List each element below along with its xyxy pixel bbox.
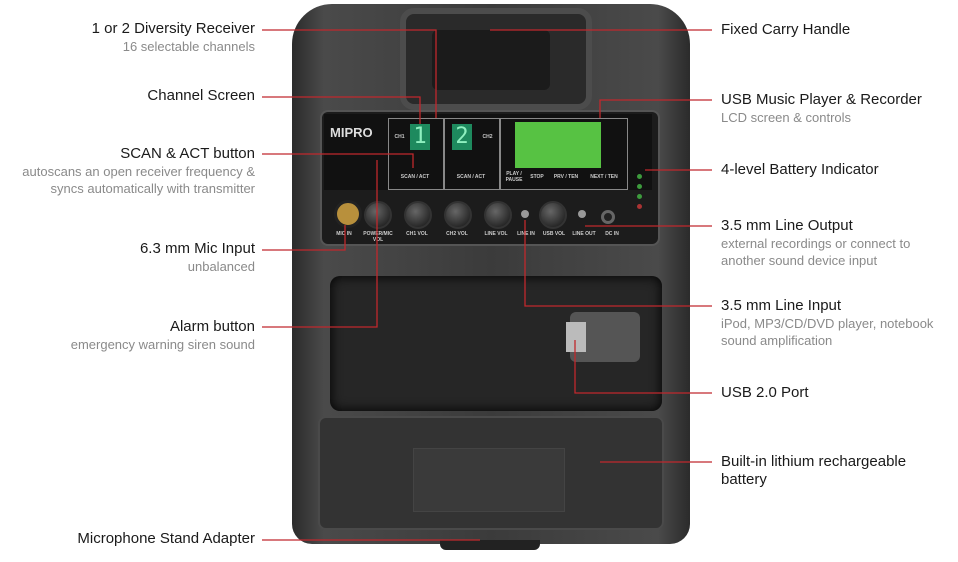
callout-line-input: 3.5 mm Line Input iPod, MP3/CD/DVD player… (721, 297, 933, 349)
ch1-vol-knob (404, 201, 432, 229)
callout-title: 3.5 mm Line Input (721, 297, 842, 314)
line-in-label: LINE IN (517, 231, 535, 237)
ch2-module (444, 118, 500, 190)
callout-sub: emergency warning siren sound (70, 337, 255, 352)
callout-title: USB Music Player & Recorder (721, 91, 922, 108)
callout-line-output: 3.5 mm Line Output external recordings or… (721, 217, 910, 269)
handle-grip (432, 30, 550, 90)
battery-door (413, 448, 565, 512)
callout-scan-act: SCAN & ACT button autoscans an open recei… (22, 145, 255, 197)
callout-sub: iPod, MP3/CD/DVD player, notebook (721, 316, 934, 331)
prev-label: PRV / TEN (553, 174, 579, 180)
mic-stand-adapter (440, 540, 540, 550)
brand-logo: MIPRO (330, 125, 373, 140)
callout-channel-screen: Channel Screen (147, 87, 255, 104)
power-mic-vol-label: POWER/MIC VOL (363, 231, 393, 243)
leader-alarm (262, 160, 378, 328)
leader-mic-input (262, 225, 346, 251)
mic-in-label: MIC IN (336, 231, 352, 237)
leader-channel-screen (262, 96, 421, 124)
ch2-label: CH2 (482, 134, 493, 140)
ch1-label: CH1 (394, 134, 405, 140)
dc-in-jack (601, 210, 615, 224)
callout-sub: external recordings or connect to (721, 236, 911, 251)
callout-sub: 16 selectable channels (122, 39, 255, 54)
callout-sub: LCD screen & controls (721, 110, 852, 125)
callout-sub: autoscans an open receiver frequency & (22, 164, 255, 179)
line-out-jack (578, 210, 586, 218)
usb-vol-label: USB VOL (542, 231, 566, 237)
leader-usb-player (599, 99, 712, 118)
callout-title: 1 or 2 Diversity Receiver (91, 20, 255, 37)
usb-player-module (500, 118, 628, 190)
ch1-vol-label: CH1 VOL (406, 231, 428, 237)
play-pause-label: PLAY / PAUSE (505, 171, 523, 183)
callout-sub: unbalanced (187, 259, 255, 274)
callout-title: Built-in lithium rechargeable (721, 453, 907, 470)
battery-led-3 (637, 184, 642, 189)
ch2-vol-knob (444, 201, 472, 229)
lcd-screen (515, 122, 601, 168)
line-vol-knob (484, 201, 512, 229)
callout-title: SCAN & ACT button (120, 145, 255, 162)
callout-battery-indicator: 4-level Battery Indicator (721, 161, 879, 178)
line-in-jack (521, 210, 529, 218)
callout-title: Alarm button (169, 318, 255, 335)
usb-port (566, 322, 586, 352)
callout-title: 3.5 mm Line Output (721, 217, 853, 234)
callout-carry-handle: Fixed Carry Handle (721, 21, 851, 38)
callout-stand-adapter: Microphone Stand Adapter (77, 530, 255, 547)
leader-diversity (262, 29, 437, 118)
callout-usb-port: USB 2.0 Port (721, 384, 809, 401)
mic-in-jack (334, 200, 362, 228)
battery-led-4 (637, 174, 642, 179)
line-out-label: LINE OUT (572, 231, 596, 237)
callout-sub: another sound device input (721, 253, 878, 268)
callout-alarm: Alarm button emergency warning siren soun… (71, 318, 255, 353)
callout-mic-input: 6.3 mm Mic Input unbalanced (140, 240, 255, 275)
leader-line-input (524, 220, 712, 307)
scan-act-2-label: SCAN / ACT (456, 174, 486, 180)
stop-label: STOP (530, 174, 544, 180)
callout-sub: sound amplification (721, 333, 833, 348)
dc-in-label: DC IN (605, 231, 619, 237)
line-vol-label: LINE VOL (484, 231, 508, 237)
leader-usb-port (574, 340, 712, 394)
power-mic-vol-knob (364, 201, 392, 229)
usb-vol-knob (539, 201, 567, 229)
callout-title: 6.3 mm Mic Input (139, 240, 255, 257)
callout-sub: syncs automatically with transmitter (50, 181, 255, 196)
ch1-display: 1 (410, 124, 430, 150)
ch2-vol-label: CH2 VOL (446, 231, 468, 237)
callout-diversity-receiver: 1 or 2 Diversity Receiver 16 selectable c… (92, 20, 255, 55)
battery-led-1 (637, 204, 642, 209)
callout-title-line2: battery (721, 471, 767, 488)
ch2-display: 2 (452, 124, 472, 150)
next-label: NEXT / TEN (590, 174, 618, 180)
scan-act-1-label: SCAN / ACT (400, 174, 430, 180)
battery-led-2 (637, 194, 642, 199)
leader-scan-act (262, 153, 414, 168)
